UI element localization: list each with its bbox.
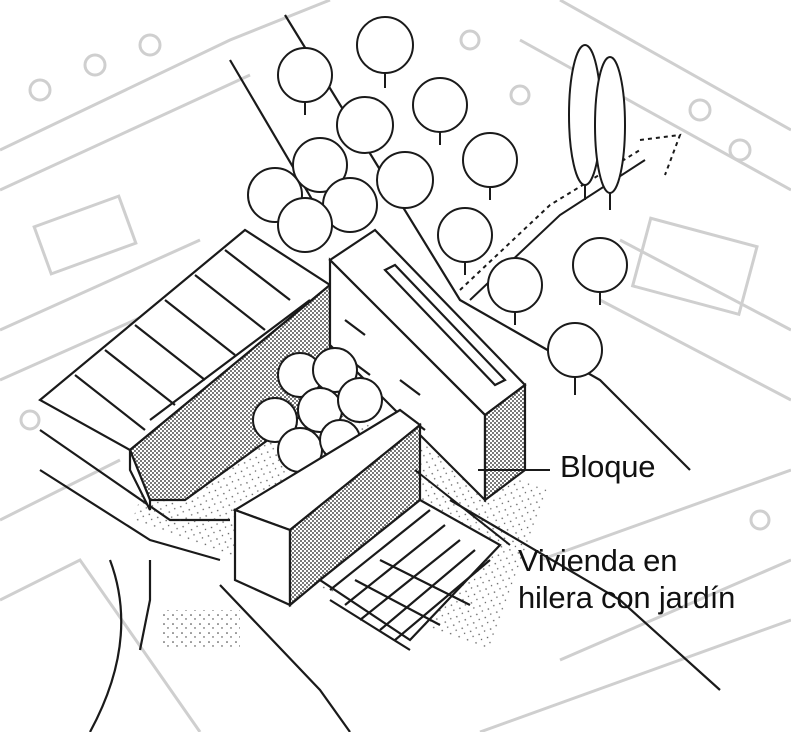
tree	[547, 322, 603, 378]
ground-stipple-2	[160, 610, 240, 650]
row-houses-left	[38, 228, 332, 511]
tree	[572, 237, 628, 293]
tree	[277, 197, 333, 253]
tree	[336, 96, 394, 154]
label-vivienda-line2: hilera con jardín	[518, 580, 736, 616]
tree	[356, 16, 414, 74]
label-vivienda-line1: Vivienda en	[518, 543, 678, 578]
trees	[247, 16, 628, 378]
tree	[487, 257, 543, 313]
tree-trunks	[304, 73, 611, 395]
tree	[292, 137, 348, 193]
tree	[376, 151, 434, 209]
label-vivienda: Vivienda en hilera con jardín	[518, 542, 735, 616]
row-houses-front	[232, 408, 502, 651]
courtyard-trees	[252, 347, 383, 473]
tree	[462, 132, 518, 188]
tall-block	[328, 228, 527, 503]
leader-line-vivienda	[414, 469, 511, 546]
cypress-tree	[594, 56, 626, 194]
tree	[412, 77, 468, 133]
label-bloque: Bloque	[560, 449, 656, 484]
tree	[437, 207, 493, 263]
tree	[277, 47, 333, 103]
leader-lines	[414, 469, 550, 546]
